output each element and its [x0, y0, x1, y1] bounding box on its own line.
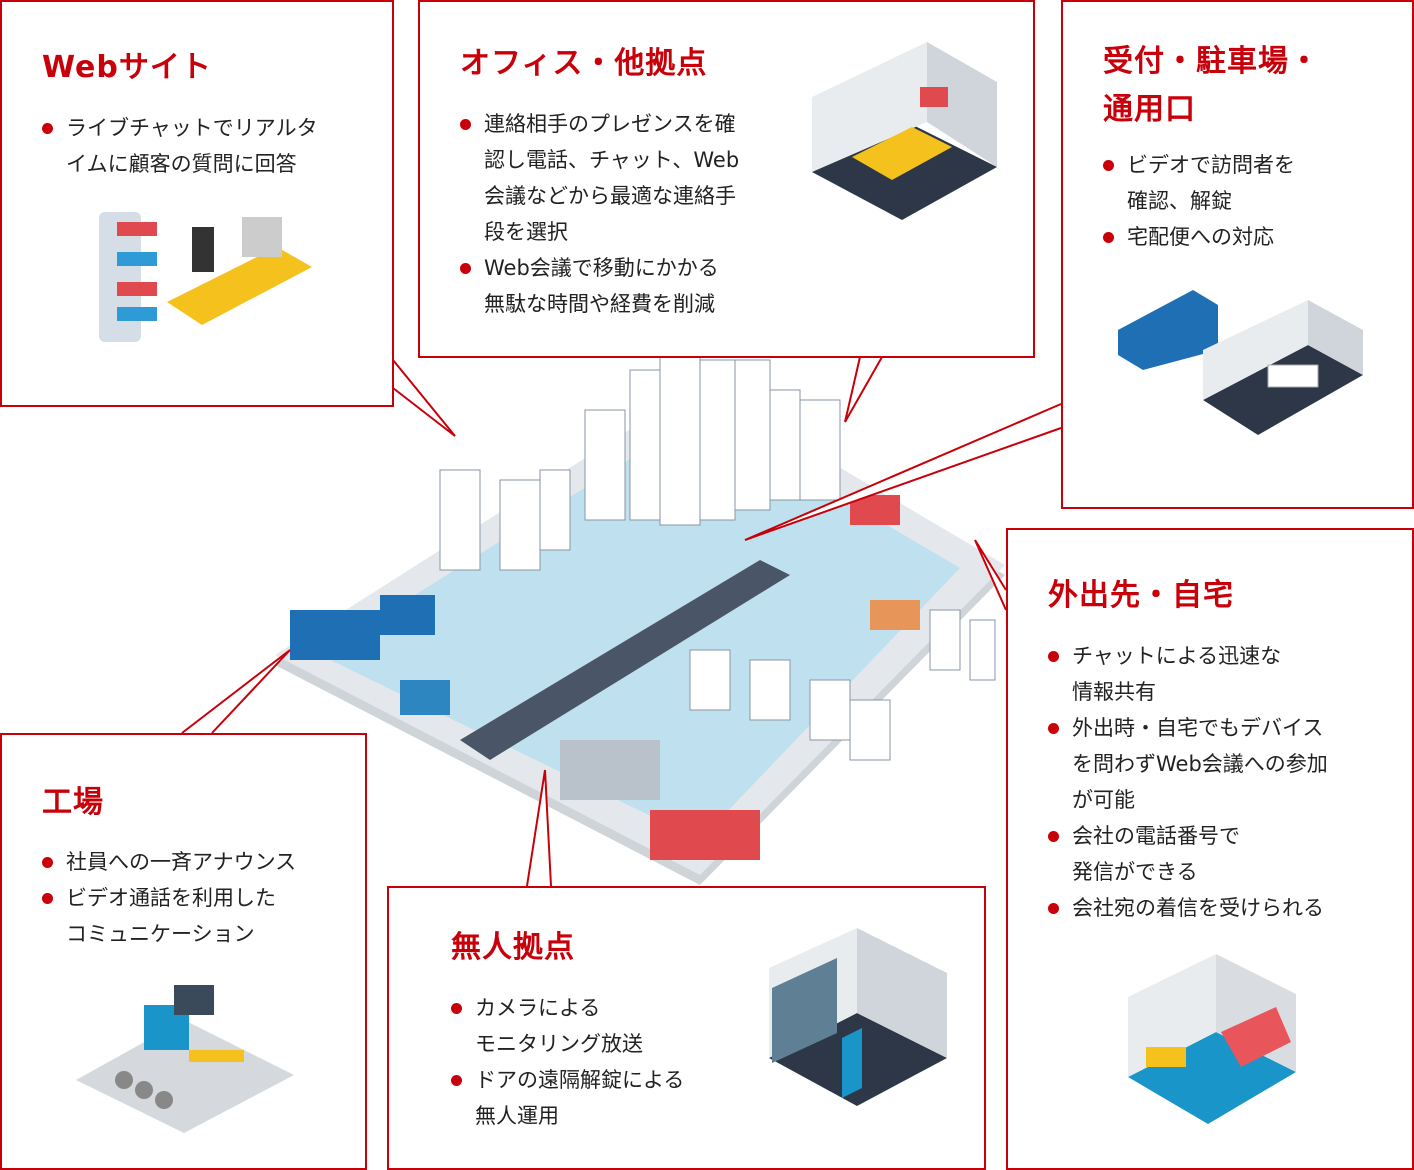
office-bullet: Web会議で移動にかかる 無駄な時間や経費を削減: [460, 250, 790, 322]
unmanned-section: 無人拠点 カメラによる モニタリング放送 ドアの遠隔解錠による 無人運用: [387, 886, 986, 1170]
unmanned-bullet: ドアの遠隔解錠による 無人運用: [451, 1062, 751, 1134]
web-bullets: ライブチャットでリアルタ イムに顧客の質問に回答: [42, 110, 372, 182]
reception-bullet: 宅配便への対応: [1103, 219, 1403, 255]
unmanned-title: 無人拠点: [451, 930, 575, 965]
reception-title: 受付・駐車場・ 通用口: [1103, 44, 1320, 127]
reception-illustration: [1118, 290, 1363, 435]
web-operator-illustration: [99, 212, 312, 342]
outside-bullet: 会社宛の着信を受けられる: [1048, 890, 1408, 926]
factory-section: 工場 社員への一斉アナウンス ビデオ通話を利用した コミュニケーション: [0, 733, 367, 1170]
reception-section: 受付・駐車場・ 通用口 ビデオで訪問者を 確認、解錠 宅配便への対応: [1061, 0, 1414, 509]
office-bullet: 連絡相手のプレゼンスを確 認し電話、チャット、Web 会議などから最適な連絡手 …: [460, 106, 790, 250]
unmanned-room-illustration: [769, 928, 947, 1106]
factory-illustration: [76, 985, 294, 1133]
outside-bullet: チャットによる迅速な 情報共有: [1048, 638, 1408, 710]
factory-bullets: 社員への一斉アナウンス ビデオ通話を利用した コミュニケーション: [42, 844, 362, 952]
factory-bullet: ビデオ通話を利用した コミュニケーション: [42, 880, 362, 952]
home-office-illustration: [1128, 954, 1296, 1124]
office-section: オフィス・他拠点 連絡相手のプレゼンスを確 認し電話、チャット、Web 会議など…: [418, 0, 1035, 358]
outside-bullet: 外出時・自宅でもデバイス を問わずWeb会議への参加 が可能: [1048, 710, 1408, 818]
factory-title: 工場: [42, 785, 104, 820]
outside-section: 外出先・自宅 チャットによる迅速な 情報共有 外出時・自宅でもデバイス を問わず…: [1006, 528, 1414, 1170]
outside-bullets: チャットによる迅速な 情報共有 外出時・自宅でもデバイス を問わずWeb会議への…: [1048, 638, 1408, 926]
outside-bullet: 会社の電話番号で 発信ができる: [1048, 818, 1408, 890]
web-bullet: ライブチャットでリアルタ イムに顧客の質問に回答: [42, 110, 372, 182]
unmanned-bullet: カメラによる モニタリング放送: [451, 990, 751, 1062]
web-title: Webサイト: [42, 50, 212, 85]
meeting-room-illustration: [812, 42, 997, 220]
reception-bullets: ビデオで訪問者を 確認、解錠 宅配便への対応: [1103, 147, 1403, 255]
factory-bullet: 社員への一斉アナウンス: [42, 844, 362, 880]
reception-bullet: ビデオで訪問者を 確認、解錠: [1103, 147, 1403, 219]
web-section: Webサイト ライブチャットでリアルタ イムに顧客の質問に回答: [0, 0, 394, 407]
outside-title: 外出先・自宅: [1048, 578, 1234, 613]
office-bullets: 連絡相手のプレゼンスを確 認し電話、チャット、Web 会議などから最適な連絡手 …: [460, 106, 790, 322]
office-title: オフィス・他拠点: [460, 46, 708, 81]
unmanned-bullets: カメラによる モニタリング放送 ドアの遠隔解錠による 無人運用: [451, 990, 751, 1134]
